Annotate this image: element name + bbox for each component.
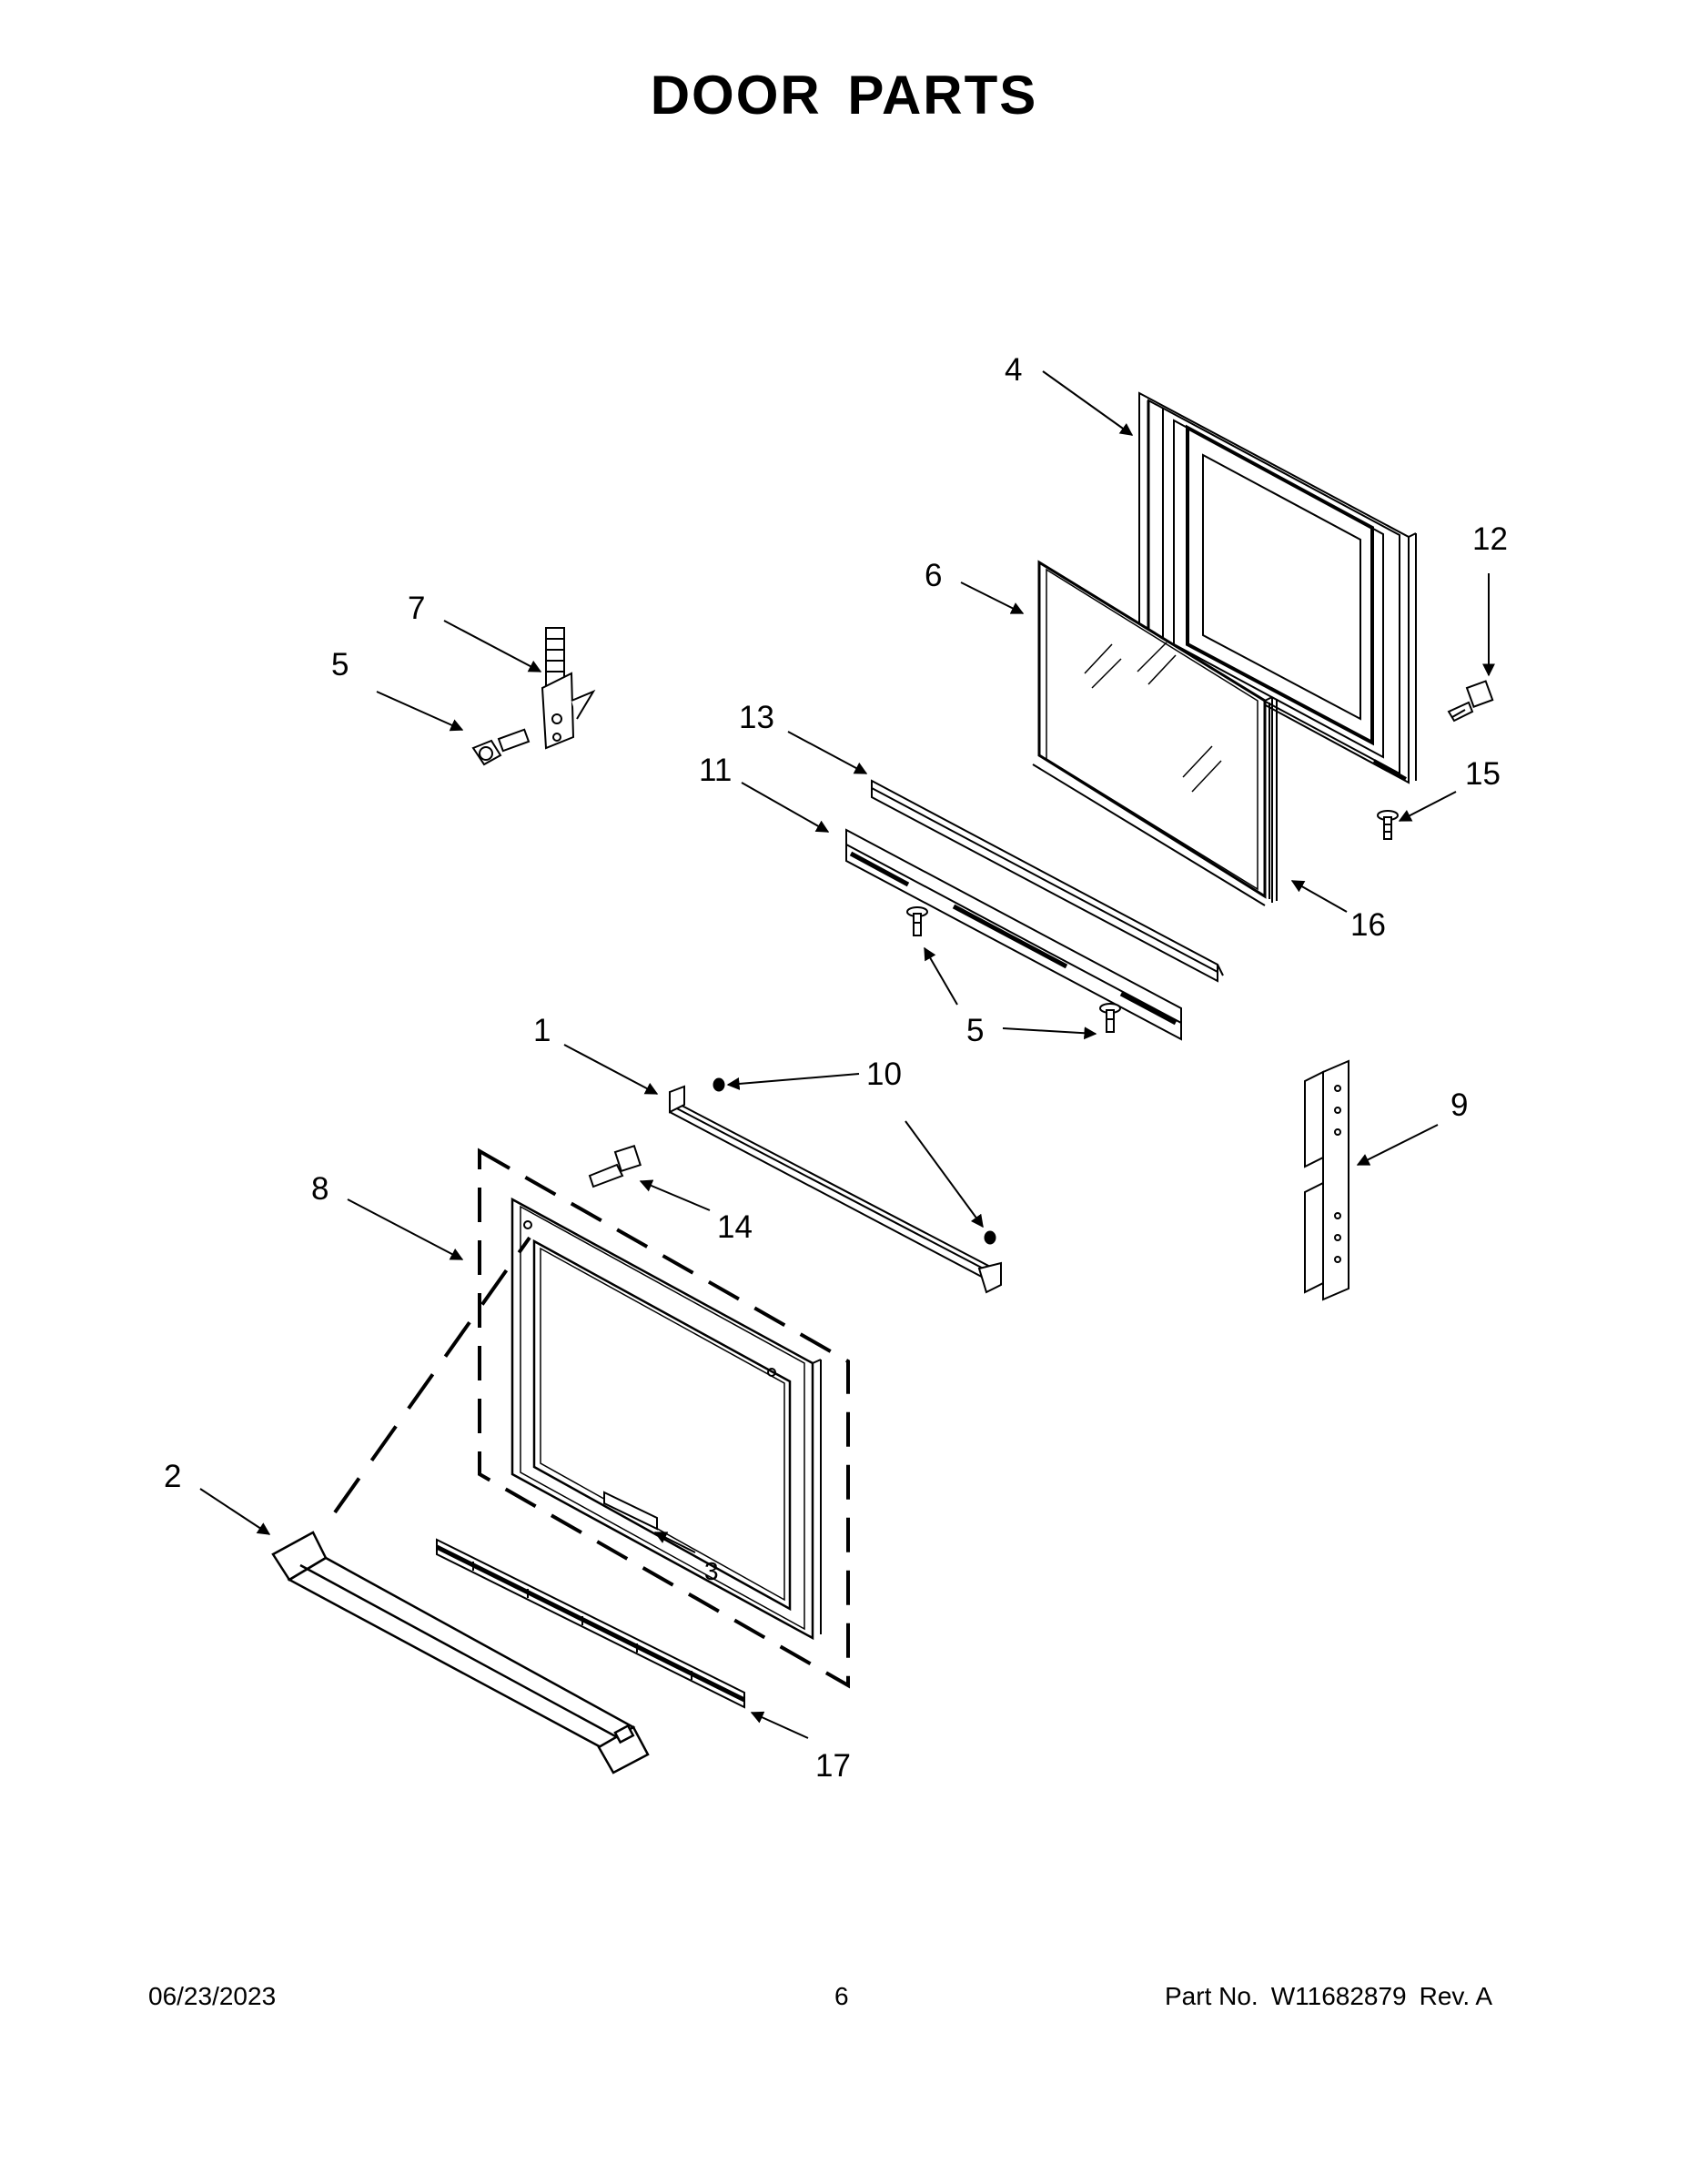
part-5-bracket-screw-b (1099, 1003, 1121, 1033)
page-title: DOOR PARTS (650, 65, 1038, 126)
footer-part-number: W11682879 (1270, 1982, 1407, 2010)
callout-17: 17 (815, 1748, 851, 1784)
callout-5-bracket: 5 (966, 1013, 984, 1048)
part-2-door-handle (271, 1531, 650, 1774)
footer-page-number: 6 (834, 1982, 849, 2010)
footer-revision: Rev. A (1419, 1982, 1493, 2010)
part-7-door-hinge (541, 627, 596, 750)
part-3-badge (603, 1491, 658, 1531)
part-12-screw (1447, 680, 1494, 723)
part-1-top-rail (669, 1085, 1002, 1294)
callout-5-hinge: 5 (331, 647, 349, 682)
callout-11: 11 (699, 753, 732, 788)
part-4-inner-door-liner (1138, 391, 1417, 784)
part-10-plugs (713, 1077, 996, 1245)
part-13-trim-strip (871, 779, 1224, 983)
callout-2: 2 (164, 1459, 181, 1494)
part-5-hinge-screw (471, 728, 531, 766)
callout-8: 8 (311, 1171, 329, 1207)
part-9-side-bracket (1304, 1059, 1349, 1301)
part-5-bracket-screw-a (906, 906, 928, 936)
callout-16: 16 (1350, 907, 1386, 943)
footer-part-label: Part No. (1165, 1982, 1258, 2010)
part-8-outer-door-assembly (478, 1148, 850, 1689)
callout-9: 9 (1450, 1087, 1468, 1123)
part-16-glass-seal (1269, 699, 1278, 901)
part-14-screw (588, 1144, 642, 1188)
part-11-vent-bracket (845, 828, 1182, 1041)
callout-4: 4 (1005, 352, 1022, 388)
callout-12: 12 (1472, 521, 1508, 557)
handle-alignment-line (333, 1236, 531, 1514)
callout-6: 6 (925, 558, 942, 593)
callout-3: 3 (704, 1557, 719, 1585)
footer-part-info: Part No. W11682879 Rev. A (1165, 1982, 1505, 2011)
callout-13: 13 (739, 700, 774, 735)
part-15-screw (1377, 810, 1399, 840)
callout-1: 1 (533, 1013, 551, 1048)
part-6-glass-panel (1032, 560, 1273, 906)
footer-date: 06/23/2023 (148, 1982, 277, 2010)
callout-7: 7 (408, 591, 425, 626)
callout-14: 14 (717, 1209, 753, 1245)
callout-10: 10 (866, 1057, 902, 1092)
part-17-vent-grille (435, 1538, 746, 1709)
callout-15: 15 (1465, 756, 1501, 792)
leader-lines (199, 370, 1495, 1739)
